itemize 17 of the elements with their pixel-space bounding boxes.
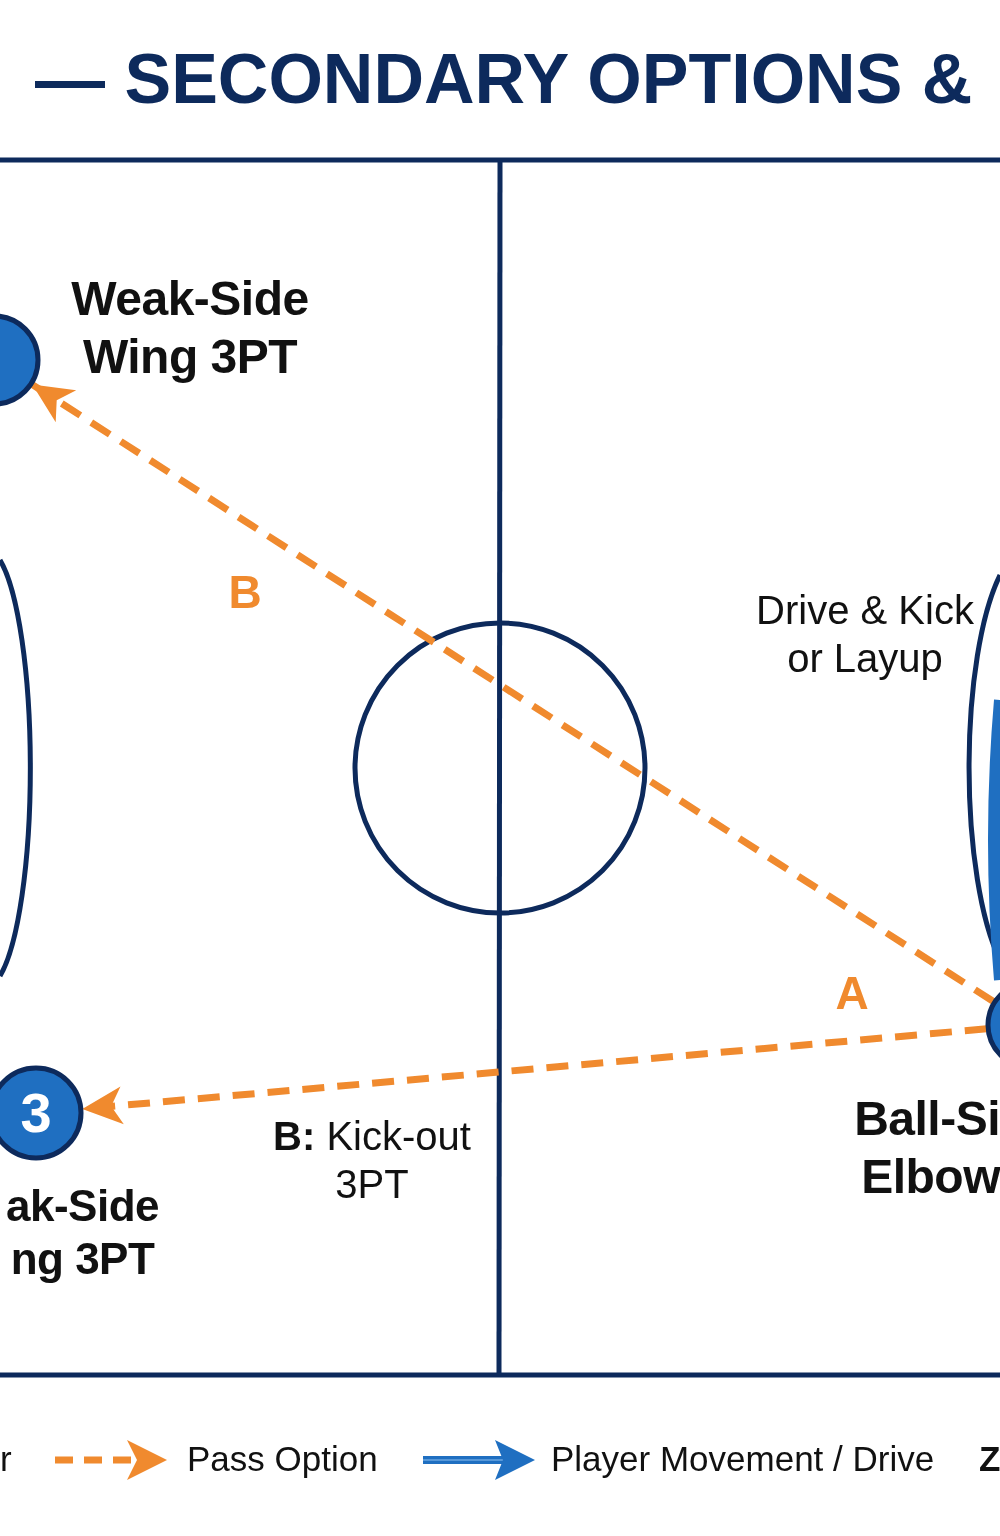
- legend-text: r: [0, 1438, 12, 1480]
- position-label: ak-Side ng 3PT: [5, 1180, 160, 1285]
- player-marker: [0, 1065, 84, 1161]
- annotation-text: B: Kick-out 3PT: [272, 1113, 472, 1208]
- pass-arrow: [30, 381, 996, 1005]
- pass-arrow: [82, 1025, 987, 1125]
- player-marker: [0, 313, 41, 407]
- position-label: Weak-Side Wing 3PT: [70, 271, 310, 385]
- edge-label: B: [227, 566, 263, 618]
- player-number: 3: [19, 1080, 53, 1146]
- legend-text: Z: [979, 1438, 1000, 1480]
- legend-text: Pass Option: [187, 1438, 378, 1480]
- title: — SECONDARY OPTIONS &: [35, 44, 973, 114]
- position-label: Ball-Si Elbow: [853, 1091, 1000, 1205]
- edge-label: A: [834, 967, 870, 1019]
- legend-text: Player Movement / Drive: [551, 1438, 935, 1480]
- annotation-text: Drive & Kick or Layup: [755, 587, 975, 682]
